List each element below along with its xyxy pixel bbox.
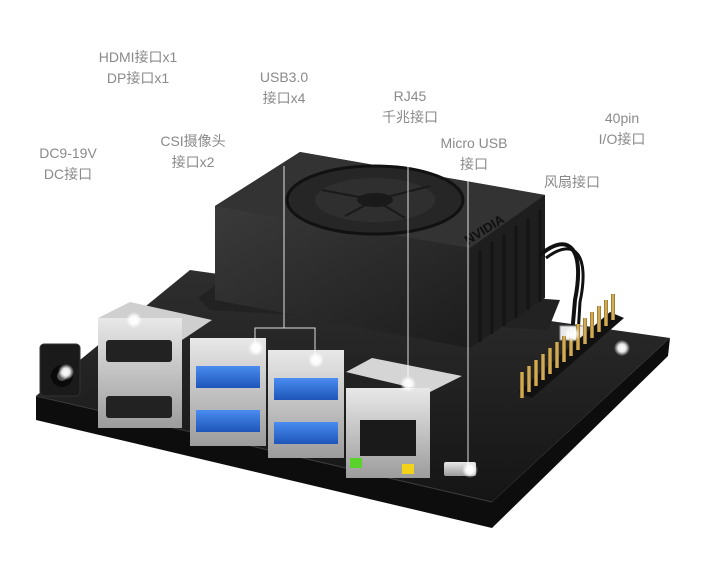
gpio-label-line2: I/O接口 bbox=[598, 131, 646, 147]
gpio-label: 40pin I/O接口 bbox=[599, 108, 646, 150]
gpio-label-line1: 40pin bbox=[604, 110, 640, 126]
hdmi-dp-ports bbox=[98, 302, 212, 428]
dc-jack-label: DC9-19V DC接口 bbox=[39, 143, 97, 185]
rj45-label: RJ45 千兆接口 bbox=[382, 86, 438, 128]
dc-label-line1: DC9-19V bbox=[39, 145, 97, 161]
microusb-label-line1: Micro USB bbox=[440, 135, 508, 151]
micro-usb-label: Micro USB 接口 bbox=[441, 133, 508, 175]
csi-camera-label: CSI摄像头 接口x2 bbox=[160, 131, 225, 173]
carrier-board-edge bbox=[36, 338, 670, 528]
callout-dots bbox=[58, 312, 630, 478]
fan-label: 风扇接口 bbox=[544, 172, 600, 193]
usb3-label-line2: 接口x4 bbox=[262, 90, 306, 106]
rj45-port bbox=[346, 358, 462, 478]
csi-label-line2: 接口x2 bbox=[171, 154, 215, 170]
rj45-label-line2: 千兆接口 bbox=[382, 109, 438, 125]
led-green-icon bbox=[350, 458, 362, 468]
led-yellow-icon bbox=[402, 464, 414, 474]
hdmi-label-line2: DP接口x1 bbox=[106, 70, 170, 86]
csi-label-line1: CSI摄像头 bbox=[160, 133, 226, 149]
hdmi-dp-label: HDMI接口x1 DP接口x1 bbox=[99, 47, 178, 89]
hdmi-label-line1: HDMI接口x1 bbox=[98, 49, 178, 65]
usb3-ports bbox=[190, 338, 344, 458]
gpio-header bbox=[518, 294, 624, 398]
fan-label-line1: 风扇接口 bbox=[544, 174, 600, 190]
usb3-label-line1: USB3.0 bbox=[259, 69, 309, 85]
rj45-label-line1: RJ45 bbox=[393, 88, 427, 104]
usb3-label: USB3.0 接口x4 bbox=[260, 67, 308, 109]
microusb-label-line2: 接口 bbox=[460, 156, 488, 172]
heatsink: NVIDIA bbox=[215, 152, 545, 348]
dc-label-line2: DC接口 bbox=[43, 166, 93, 182]
